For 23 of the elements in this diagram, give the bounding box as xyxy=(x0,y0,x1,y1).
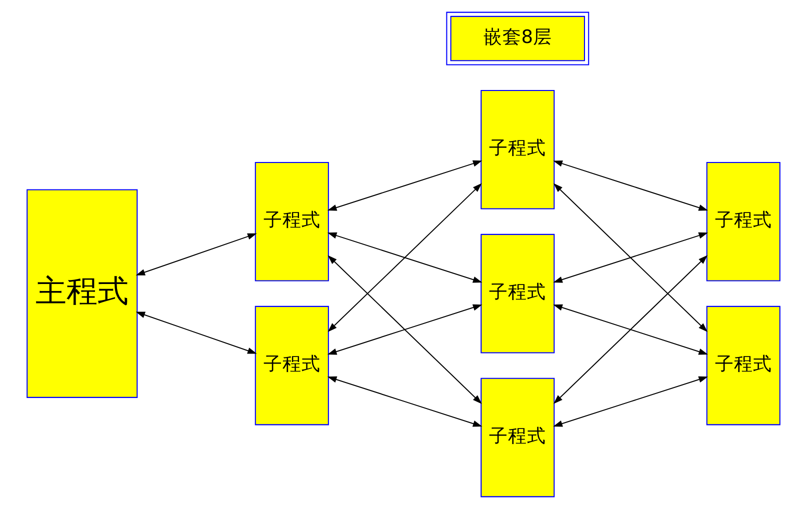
arrow xyxy=(326,160,482,211)
node-box: 子程式 xyxy=(480,378,554,498)
arrow xyxy=(327,183,482,332)
node-box: 子程式 xyxy=(706,306,780,426)
arrow xyxy=(326,376,482,427)
arrow xyxy=(552,304,708,355)
arrow xyxy=(135,233,256,276)
arrow xyxy=(553,255,708,404)
arrow xyxy=(326,304,482,355)
arrow xyxy=(552,232,708,283)
node-box: 主程式 xyxy=(26,189,138,398)
arrow xyxy=(326,232,482,283)
node-box: 子程式 xyxy=(480,90,554,210)
arrow xyxy=(553,183,708,332)
arrow xyxy=(327,255,482,404)
arrow xyxy=(552,376,708,427)
arrow xyxy=(135,312,256,354)
node-box: 子程式 xyxy=(706,162,780,282)
arrow xyxy=(552,160,708,211)
node-box: 子程式 xyxy=(254,162,328,282)
node-box: 子程式 xyxy=(254,306,328,426)
node-box: 子程式 xyxy=(480,234,554,354)
node-box: 嵌套8层 xyxy=(446,12,589,66)
